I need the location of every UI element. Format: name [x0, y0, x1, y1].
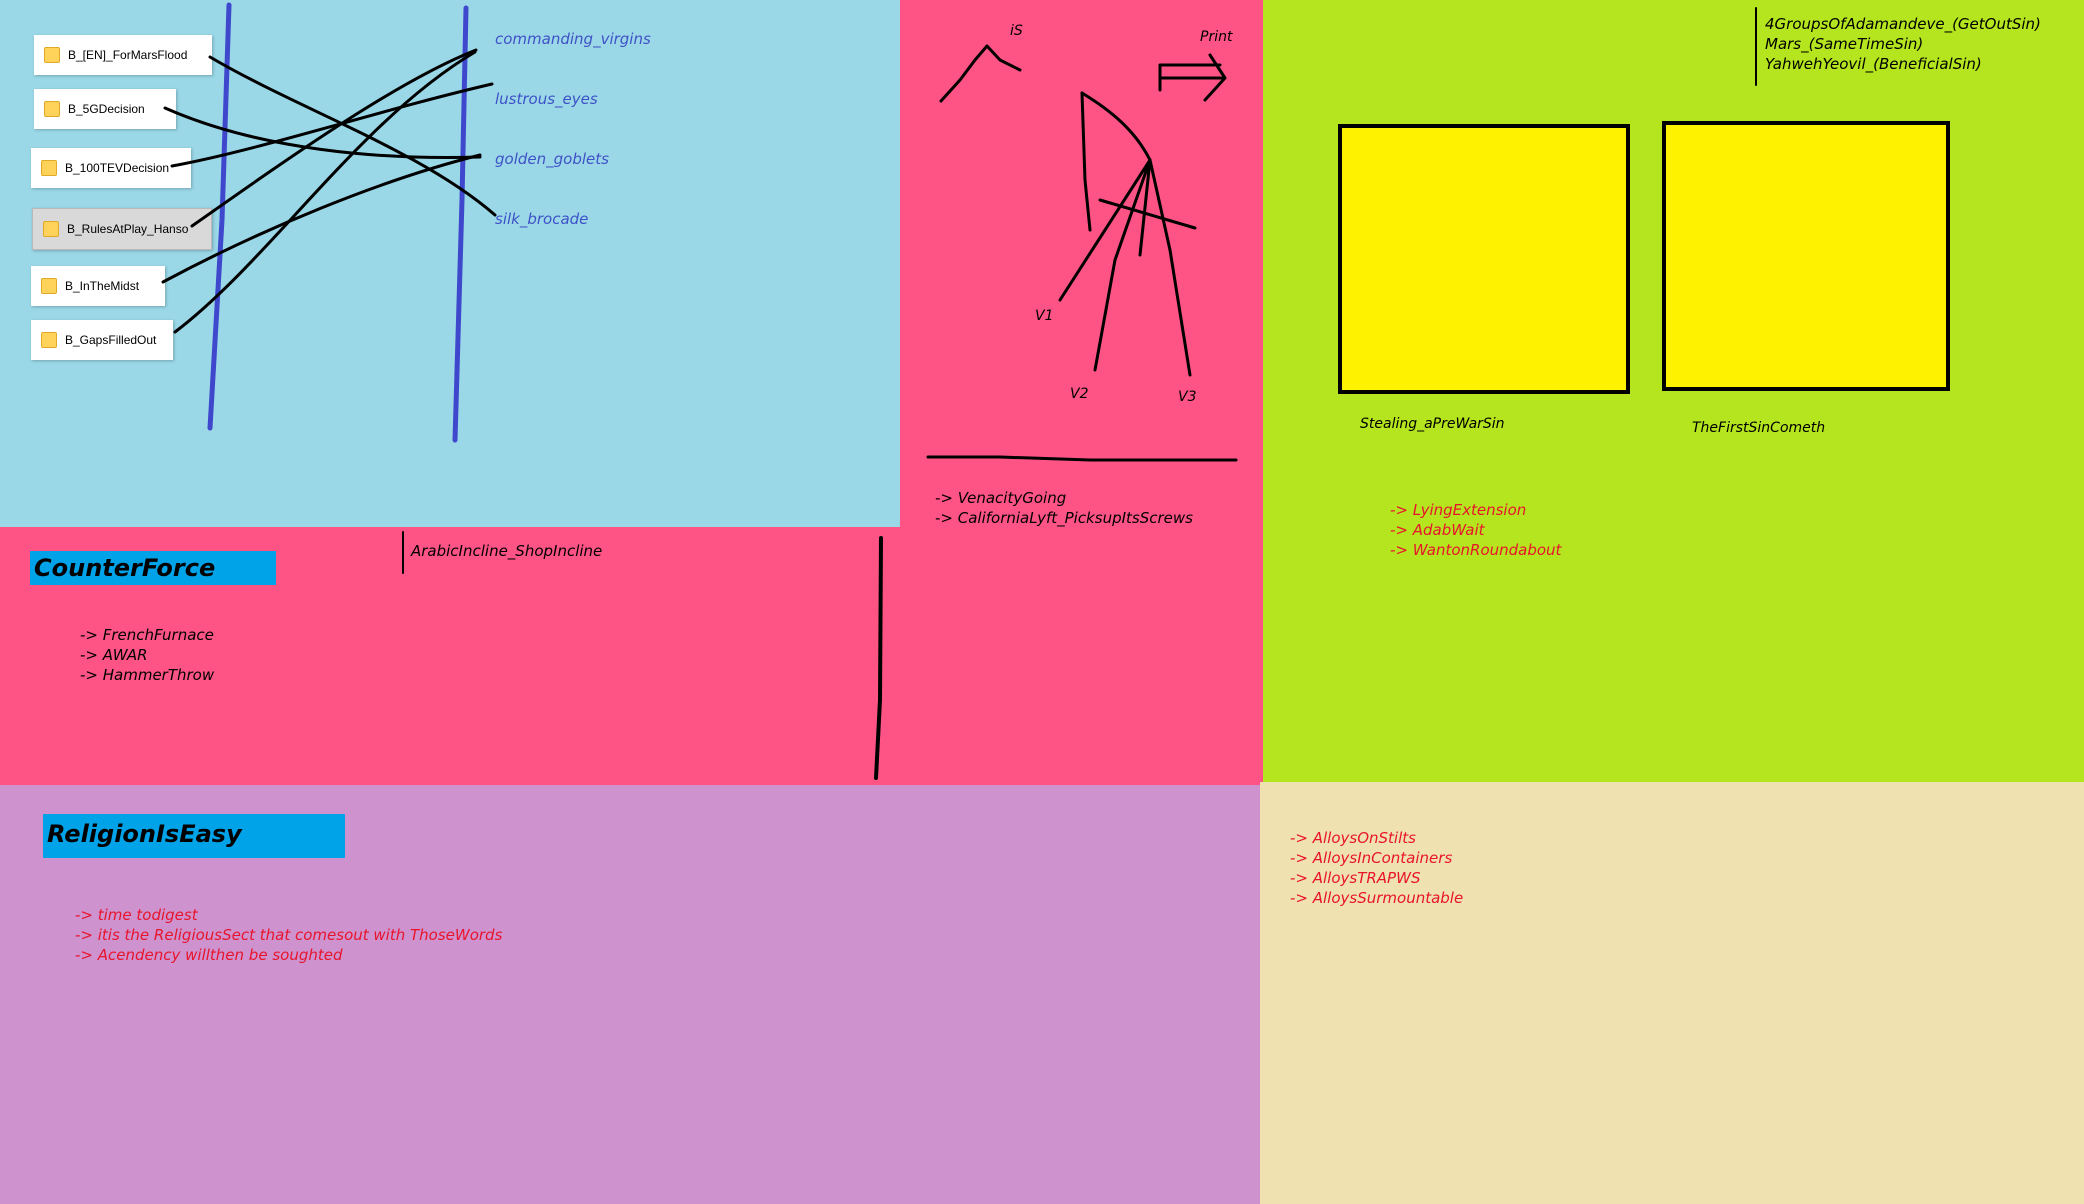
drawing-label: V1 [1035, 308, 1054, 324]
folder-label: B_100TEVDecision [65, 161, 170, 175]
list-item: -> LyingExtension [1390, 501, 1527, 519]
folder-item-selected[interactable]: B_RulesAtPlay_Hanso [32, 208, 212, 250]
folder-label: B_GapsFilledOut [65, 333, 157, 347]
religion-title: ReligionIsEasy [43, 814, 345, 858]
folder-icon [43, 221, 59, 237]
yellow-box-stealing [1338, 124, 1630, 394]
list-item: -> AlloysOnStilts [1290, 829, 1416, 847]
list-item: -> Acendency willthen be soughted [75, 946, 343, 964]
blue-word: commanding_virgins [495, 30, 651, 48]
folder-label: B_InTheMidst [65, 279, 140, 293]
blue-panel [0, 0, 900, 527]
folder-item[interactable]: B_InTheMidst [31, 266, 165, 306]
header-line: YahwehYeovil_(BeneficialSin) [1765, 55, 1982, 73]
blue-word: golden_goblets [495, 150, 609, 168]
box-label: TheFirstSinCometh [1692, 420, 1826, 436]
drawing-label: iS [1010, 23, 1023, 39]
pink-top-panel [900, 0, 1263, 527]
folder-icon [44, 47, 60, 63]
list-item: -> AdabWait [1390, 521, 1485, 539]
folder-item[interactable]: B_5GDecision [34, 89, 176, 129]
folder-icon [44, 101, 60, 117]
folder-item[interactable]: B_GapsFilledOut [31, 320, 173, 360]
note-text: ArabicIncline_ShopIncline [411, 542, 603, 560]
list-item: -> WantonRoundabout [1390, 541, 1562, 559]
list-item: -> AlloysSurmountable [1290, 889, 1464, 907]
drawing-label: V3 [1178, 389, 1197, 405]
list-item: -> AlloysInContainers [1290, 849, 1453, 867]
header-line: Mars_(SameTimeSin) [1765, 35, 1924, 53]
list-item: -> AWAR [80, 646, 148, 664]
folder-item[interactable]: B_[EN]_ForMarsFlood [34, 35, 212, 75]
drawing-label: Print [1200, 29, 1233, 45]
list-item: -> CaliforniaLyft_PicksupItsScrews [935, 509, 1193, 527]
folder-item[interactable]: B_100TEVDecision [31, 148, 191, 188]
blue-word: silk_brocade [495, 210, 589, 228]
list-item: -> time todigest [75, 906, 198, 924]
list-item: -> itis the ReligiousSect that comesout … [75, 926, 503, 944]
header-line: 4GroupsOfAdamandeve_(GetOutSin) [1765, 15, 2041, 33]
folder-icon [41, 160, 57, 176]
folder-label: B_RulesAtPlay_Hanso [67, 222, 189, 236]
folder-label: B_[EN]_ForMarsFlood [68, 48, 188, 62]
list-item: -> VenacityGoing [935, 489, 1067, 507]
drawing-label: V2 [1070, 386, 1089, 402]
box-label: Stealing_aPreWarSin [1360, 416, 1505, 432]
folder-icon [41, 332, 57, 348]
counterforce-title: CounterForce [30, 551, 276, 585]
cream-panel [1260, 782, 2084, 1204]
folder-icon [41, 278, 57, 294]
list-item: -> HammerThrow [80, 666, 215, 684]
yellow-box-firstsin [1662, 121, 1950, 391]
list-item: -> FrenchFurnace [80, 626, 214, 644]
list-item: -> AlloysTRAPWS [1290, 869, 1421, 887]
folder-label: B_5GDecision [68, 102, 145, 116]
blue-word: lustrous_eyes [495, 90, 598, 108]
